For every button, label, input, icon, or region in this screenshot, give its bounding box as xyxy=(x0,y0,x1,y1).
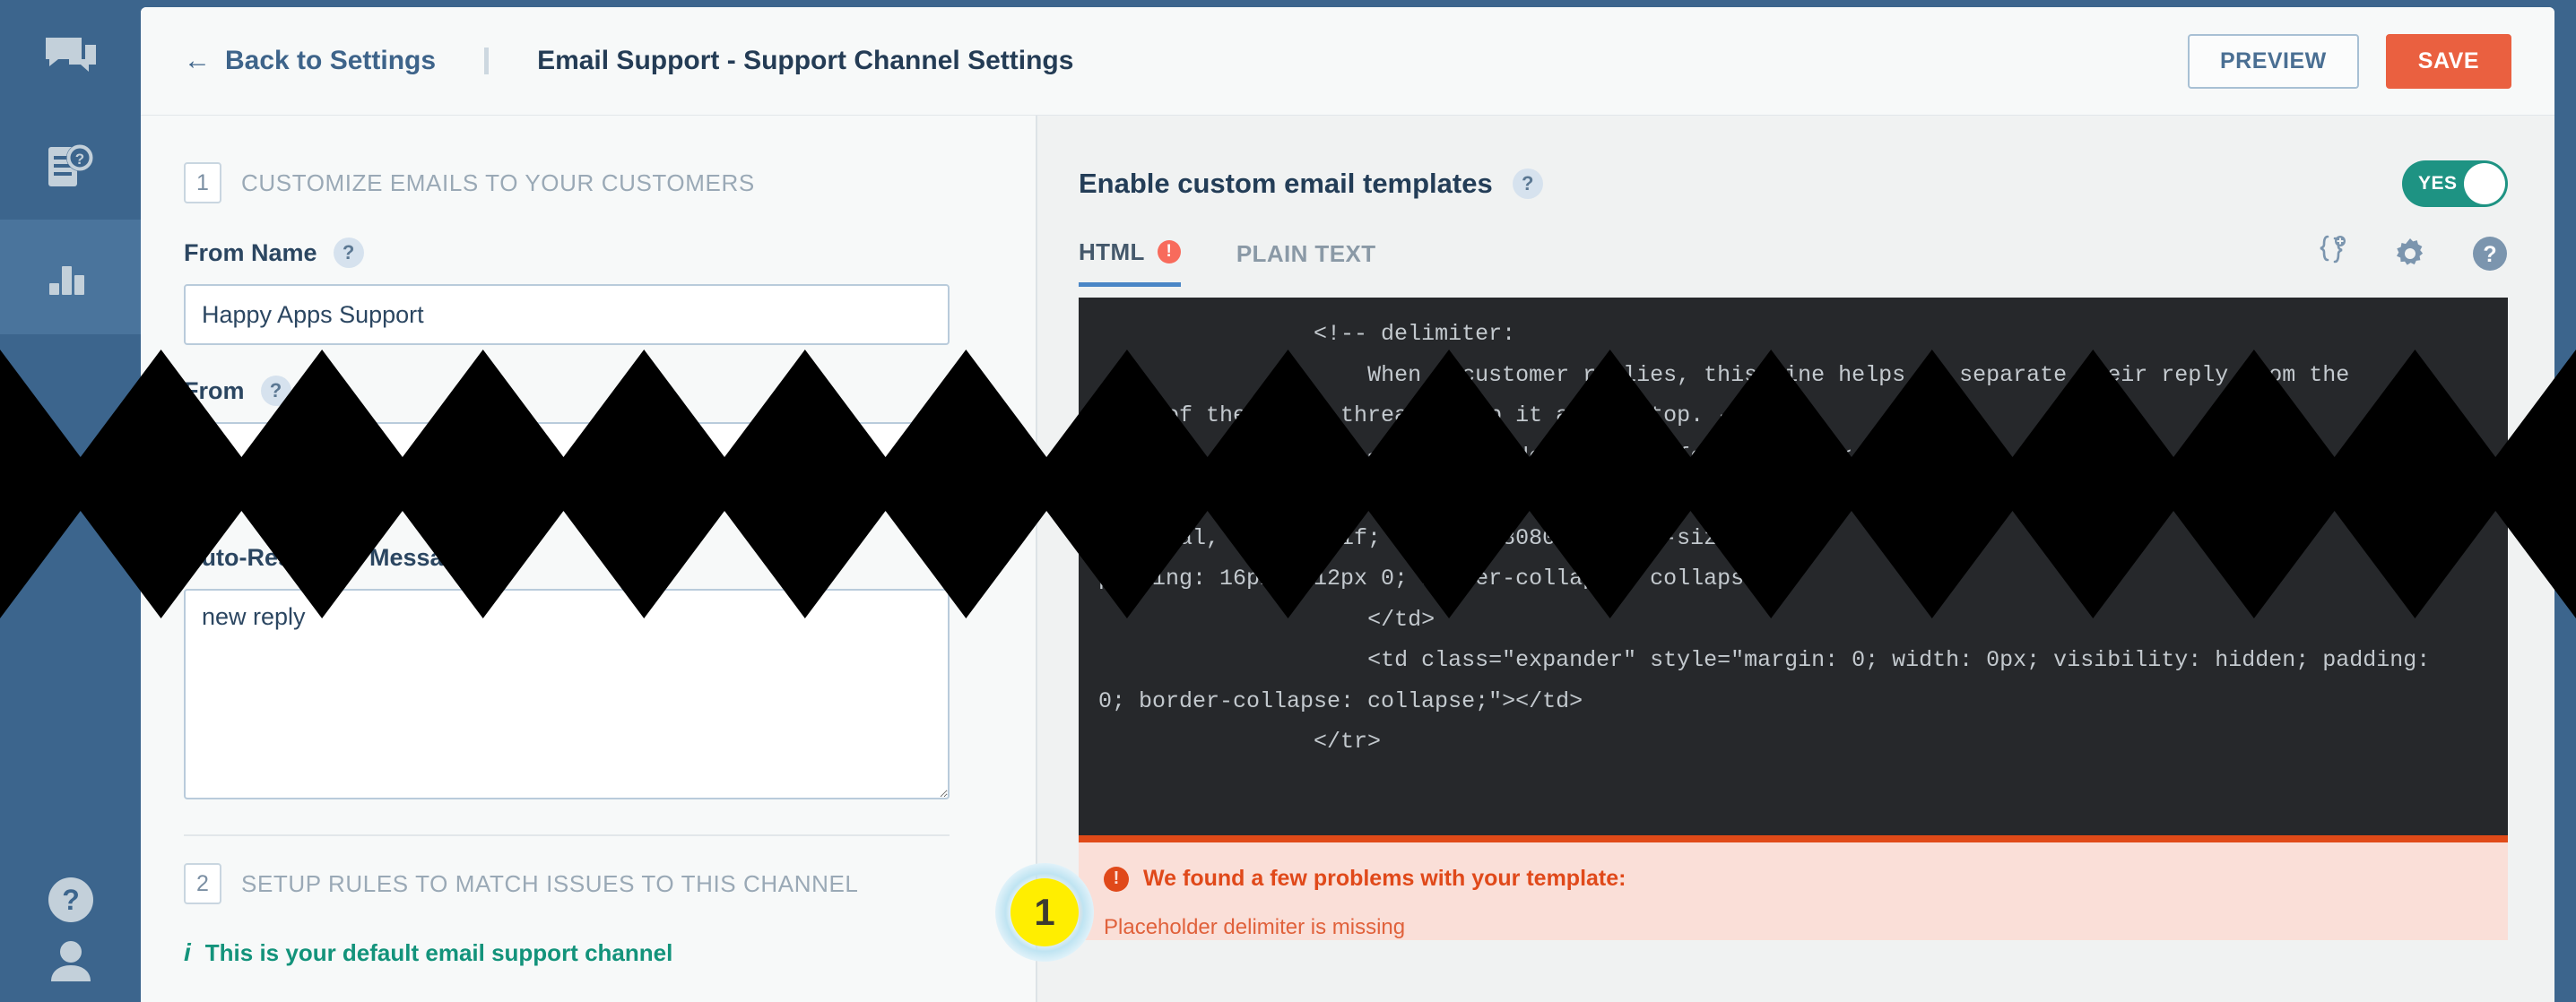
auto-response-label: Auto-Response Message xyxy=(184,543,473,571)
top-bar-actions: PREVIEW SAVE xyxy=(2187,33,2511,89)
from-name-field-group: From Name ? xyxy=(184,238,993,345)
from-email-label: From xyxy=(184,376,245,404)
from-name-input[interactable] xyxy=(184,284,950,345)
preview-button[interactable]: PREVIEW xyxy=(2187,33,2359,89)
from-email-help-icon[interactable]: ? xyxy=(260,376,291,406)
gear-icon[interactable] xyxy=(2393,237,2427,275)
section-separator xyxy=(184,834,950,836)
template-editor-pane: Enable custom email templates ? YES HTML… xyxy=(1037,116,2554,1002)
help-circle-icon[interactable]: ? xyxy=(2472,236,2508,276)
annotation-badge-1: 1 xyxy=(995,863,1094,962)
section-1-header: 1 CUSTOMIZE EMAILS TO YOUR CUSTOMERS xyxy=(184,162,993,203)
auto-response-help-icon[interactable]: ? xyxy=(488,542,519,573)
top-bar: ← Back to Settings Email Support - Suppo… xyxy=(141,7,2554,116)
main-card: ← Back to Settings Email Support - Suppo… xyxy=(141,7,2554,1002)
annotation-number: 1 xyxy=(1010,878,1079,946)
tab-plain-text[interactable]: PLAIN TEXT xyxy=(1236,240,1376,284)
template-error-title: We found a few problems with your templa… xyxy=(1143,866,1626,891)
sidebar-item-conversations[interactable] xyxy=(0,0,141,115)
from-email-field-group: From ? xyxy=(184,376,993,512)
default-channel-note-text: This is your default email support chann… xyxy=(204,938,673,966)
body-split: 1 CUSTOMIZE EMAILS TO YOUR CUSTOMERS Fro… xyxy=(141,116,2554,1002)
sidebar-item-analytics[interactable] xyxy=(0,220,141,334)
toggle-knob xyxy=(2464,163,2505,204)
template-header: Enable custom email templates ? YES xyxy=(1079,160,2508,207)
enable-templates-title: Enable custom email templates xyxy=(1079,168,1493,199)
svg-text:?: ? xyxy=(2483,242,2496,267)
toggle-label: YES xyxy=(2418,173,2458,194)
back-to-settings-link[interactable]: ← Back to Settings xyxy=(184,46,436,76)
save-button[interactable]: SAVE xyxy=(2385,33,2511,89)
editor-tool-icons: ? xyxy=(2316,234,2508,290)
section-1-title: CUSTOMIZE EMAILS TO YOUR CUSTOMERS xyxy=(241,168,755,196)
help-circle-icon: ? xyxy=(48,877,94,923)
section-2-title: SETUP RULES TO MATCH ISSUES TO THIS CHAN… xyxy=(241,869,859,897)
section-2-header: 2 SETUP RULES TO MATCH ISSUES TO THIS CH… xyxy=(184,863,993,904)
section-1-number: 1 xyxy=(184,162,221,203)
template-error-panel: ! We found a few problems with your temp… xyxy=(1079,835,2508,940)
tab-html-error-badge: ! xyxy=(1157,240,1181,263)
left-icon-rail: ? ? xyxy=(0,0,141,1002)
from-name-label-row: From Name ? xyxy=(184,238,993,268)
insert-placeholder-icon[interactable] xyxy=(2316,234,2348,278)
sidebar-item-faq[interactable]: ? xyxy=(0,109,141,224)
auto-response-textarea[interactable] xyxy=(184,589,950,799)
auto-response-field-group: Auto-Response Message ? xyxy=(184,542,993,804)
bar-chart-icon xyxy=(48,259,92,295)
settings-form-pane: 1 CUSTOMIZE EMAILS TO YOUR CUSTOMERS Fro… xyxy=(141,116,1037,1002)
from-name-help-icon[interactable]: ? xyxy=(333,238,364,268)
info-icon: i xyxy=(184,938,191,966)
auto-response-label-row: Auto-Response Message ? xyxy=(184,542,993,573)
template-error-item: Placeholder delimiter is missing xyxy=(1104,915,1406,939)
tab-plain-text-label: PLAIN TEXT xyxy=(1236,240,1376,267)
chat-bubbles-icon xyxy=(45,36,96,79)
alert-icon: ! xyxy=(1104,866,1129,892)
svg-text:?: ? xyxy=(62,884,80,916)
tab-html-label: HTML xyxy=(1079,238,1145,265)
sidebar-item-help[interactable]: ? xyxy=(0,842,141,957)
from-email-label-row: From ? xyxy=(184,376,993,406)
enable-templates-toggle[interactable]: YES xyxy=(2402,160,2508,207)
tab-html[interactable]: HTML ! xyxy=(1079,238,1181,287)
default-channel-note: i This is your default email support cha… xyxy=(184,938,993,967)
from-email-input[interactable] xyxy=(184,422,950,483)
back-to-settings-label: Back to Settings xyxy=(225,46,437,75)
template-error-title-row: ! We found a few problems with your temp… xyxy=(1104,866,2483,892)
from-name-label: From Name xyxy=(184,238,317,266)
section-2-number: 2 xyxy=(184,863,221,904)
back-arrow-icon: ← xyxy=(184,46,211,75)
page-title: Email Support - Support Channel Settings xyxy=(537,46,1074,75)
html-template-editor[interactable]: <!-- delimiter: When a customer replies,… xyxy=(1079,298,2508,835)
breadcrumb-divider xyxy=(484,48,490,74)
template-tabs: HTML ! PLAIN TEXT xyxy=(1079,234,2508,290)
svg-text:?: ? xyxy=(74,151,83,168)
sidebar-item-account[interactable] xyxy=(0,903,141,1002)
document-question-icon: ? xyxy=(47,143,95,190)
field-separator xyxy=(184,510,950,512)
person-icon xyxy=(49,940,92,981)
enable-templates-help-icon[interactable]: ? xyxy=(1512,168,1543,199)
